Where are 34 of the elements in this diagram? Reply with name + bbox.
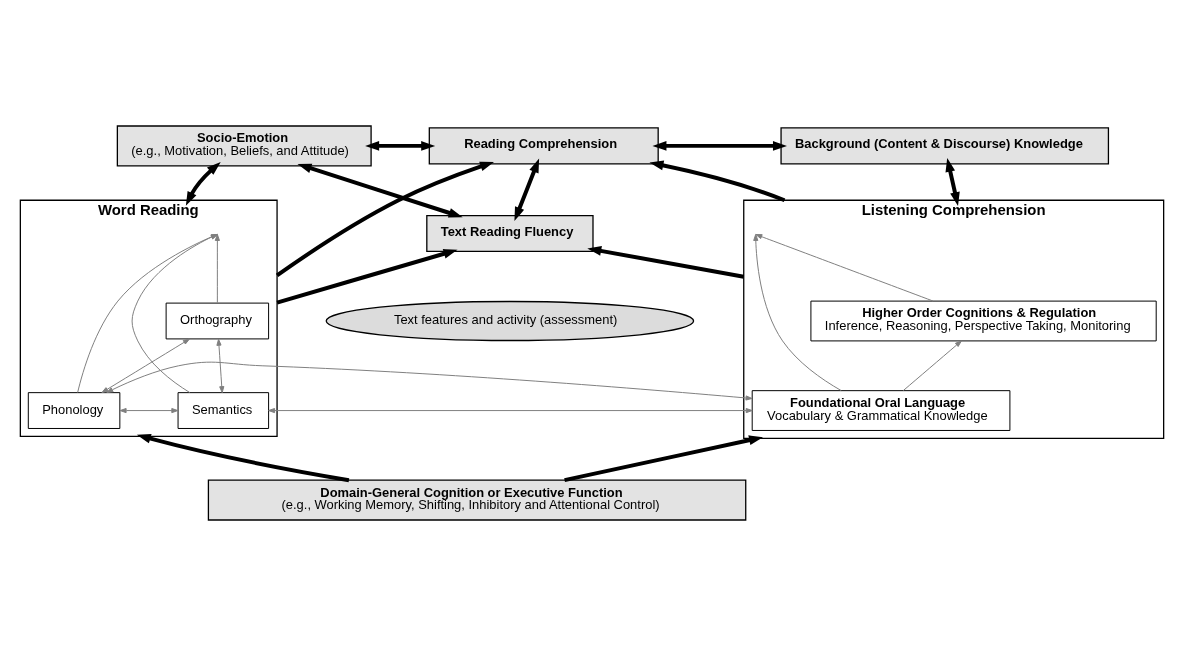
arrow [101,338,190,393]
arrow [106,361,753,401]
arrow [365,140,436,151]
arrow [753,233,842,391]
arrow [652,140,787,151]
arrow [119,407,179,413]
node-box: Foundational Oral Language Vocabulary & Grammatical Knowledge [751,389,1011,431]
arrow [185,161,221,206]
node-box: Background (Content & Discourse) Knowledge [780,126,1110,164]
arrow [902,340,962,391]
node-box: Reading Comprehension [428,126,659,164]
arrow [514,158,540,221]
node-box: Semantics [177,391,270,429]
arrow [131,233,218,393]
node-box: Orthography [165,302,270,339]
node-box: Phonology [27,391,121,429]
arrow [275,161,494,277]
arrow [755,233,934,301]
node-box: Socio-Emotion (e.g., Motivation, Beliefs, and Attitude) [116,124,372,166]
node-ellipse: Text features and activity (assessment) [325,300,695,341]
arrow [564,434,764,482]
arrow [276,248,458,304]
arrow [216,338,225,393]
arrow [649,160,786,202]
arrow [268,407,753,413]
arrow [214,233,220,303]
node-box: Higher Order Cognitions & Regulation Inference, Reasoning, Perspective Taking, Monitoring [810,300,1157,341]
arrow [587,245,745,279]
node-box: Text Reading Fluency [426,214,594,252]
arrow [136,433,350,482]
arrow [945,157,960,206]
arrow [297,163,463,218]
arrow [77,233,218,393]
node-box: Domain-General Cognition or Executive Function (e.g., Working Memory, Shifting, Inhibitory and Attentional Control) [207,479,747,521]
